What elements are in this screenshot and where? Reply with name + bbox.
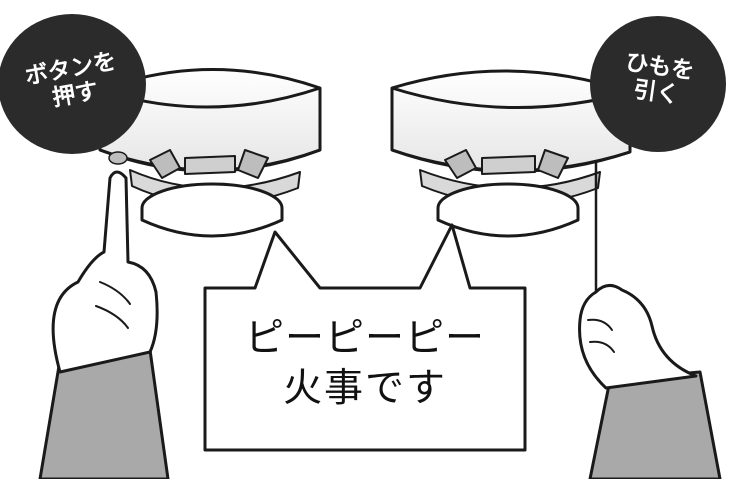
pulling-hand-icon: [578, 284, 722, 479]
left-smoke-detector-icon: [98, 68, 322, 238]
right-smoke-detector-icon: [390, 69, 632, 300]
pointing-hand-icon: [38, 170, 170, 479]
right-instruction-badge: [590, 16, 726, 152]
speech-line-alarm-sound: ピーピーピー: [244, 316, 485, 361]
speech-line-fire-message: 火事です: [282, 366, 447, 411]
speech-bubble: [203, 223, 527, 452]
left-instruction-badge: [0, 14, 146, 154]
